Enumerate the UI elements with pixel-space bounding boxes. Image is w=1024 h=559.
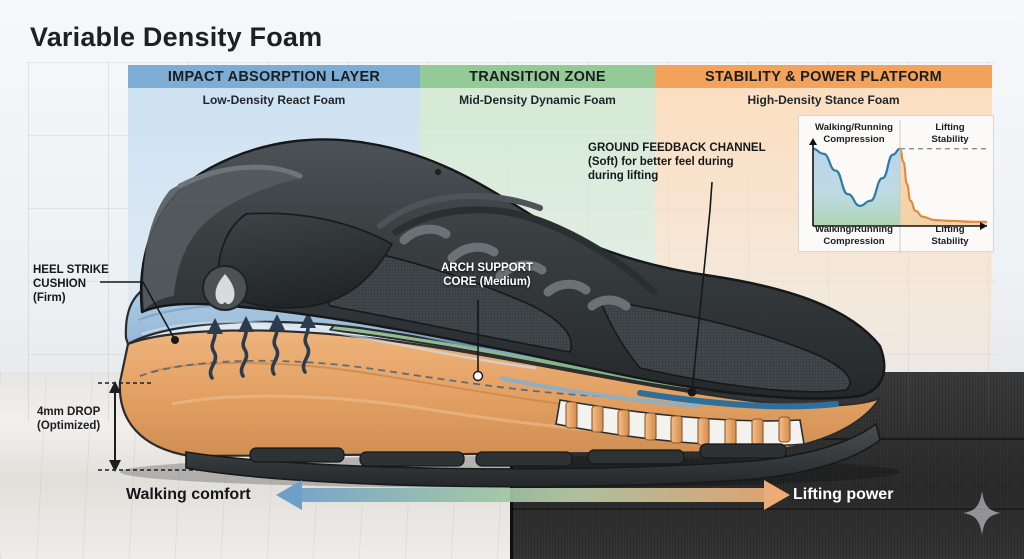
chart-annotation-bottom-left: Walking/Running Compression — [815, 224, 893, 247]
sparkle-icon — [963, 491, 1001, 535]
zone-subtitle-impact: Low-Density React Foam — [128, 88, 420, 112]
chart-annotation-top-left: Walking/Running Compression — [815, 122, 893, 145]
callout-ground-feedback: GROUND FEEDBACK CHANNEL (Soft) for bette… — [588, 142, 766, 182]
background-floor-gym — [510, 372, 1024, 559]
zone-header-impact: IMPACT ABSORPTION LAYER — [128, 65, 420, 88]
background-floor-marble — [0, 372, 512, 559]
callout-arch-support: ARCH SUPPORT CORE (Medium) — [440, 262, 533, 288]
zone-band-impact: IMPACT ABSORPTION LAYER Low-Density Reac… — [128, 65, 420, 370]
zone-header-stability: STABILITY & POWER PLATFORM — [655, 65, 992, 88]
response-curve-chart: Walking/Running Compression Lifting Stab… — [798, 115, 994, 253]
zone-fill-impact — [128, 112, 420, 370]
zone-subtitle-stability: High-Density Stance Foam — [655, 88, 992, 112]
direction-label-lifting: Lifting power — [793, 486, 894, 503]
chart-annotation-top-right: Lifting Stability — [931, 122, 969, 145]
zone-header-transition: TRANSITION ZONE — [420, 65, 655, 88]
direction-label-walking: Walking comfort — [126, 486, 251, 503]
chart-annotation-bottom-right: Lifting Stability — [931, 224, 969, 247]
zone-band-transition: TRANSITION ZONE Mid-Density Dynamic Foam — [420, 65, 655, 370]
page-title: Variable Density Foam — [30, 22, 323, 52]
floor-seam — [510, 372, 513, 559]
zone-subtitle-transition: Mid-Density Dynamic Foam — [420, 88, 655, 112]
floor-grout-line-2 — [512, 508, 1024, 510]
floor-grout-line-1 — [512, 438, 1024, 440]
callout-drop: 4mm DROP (Optimized) — [37, 406, 101, 432]
callout-heel-strike: HEEL STRIKE CUSHION (Firm) — [33, 264, 109, 304]
chart-plot-area — [809, 120, 987, 253]
